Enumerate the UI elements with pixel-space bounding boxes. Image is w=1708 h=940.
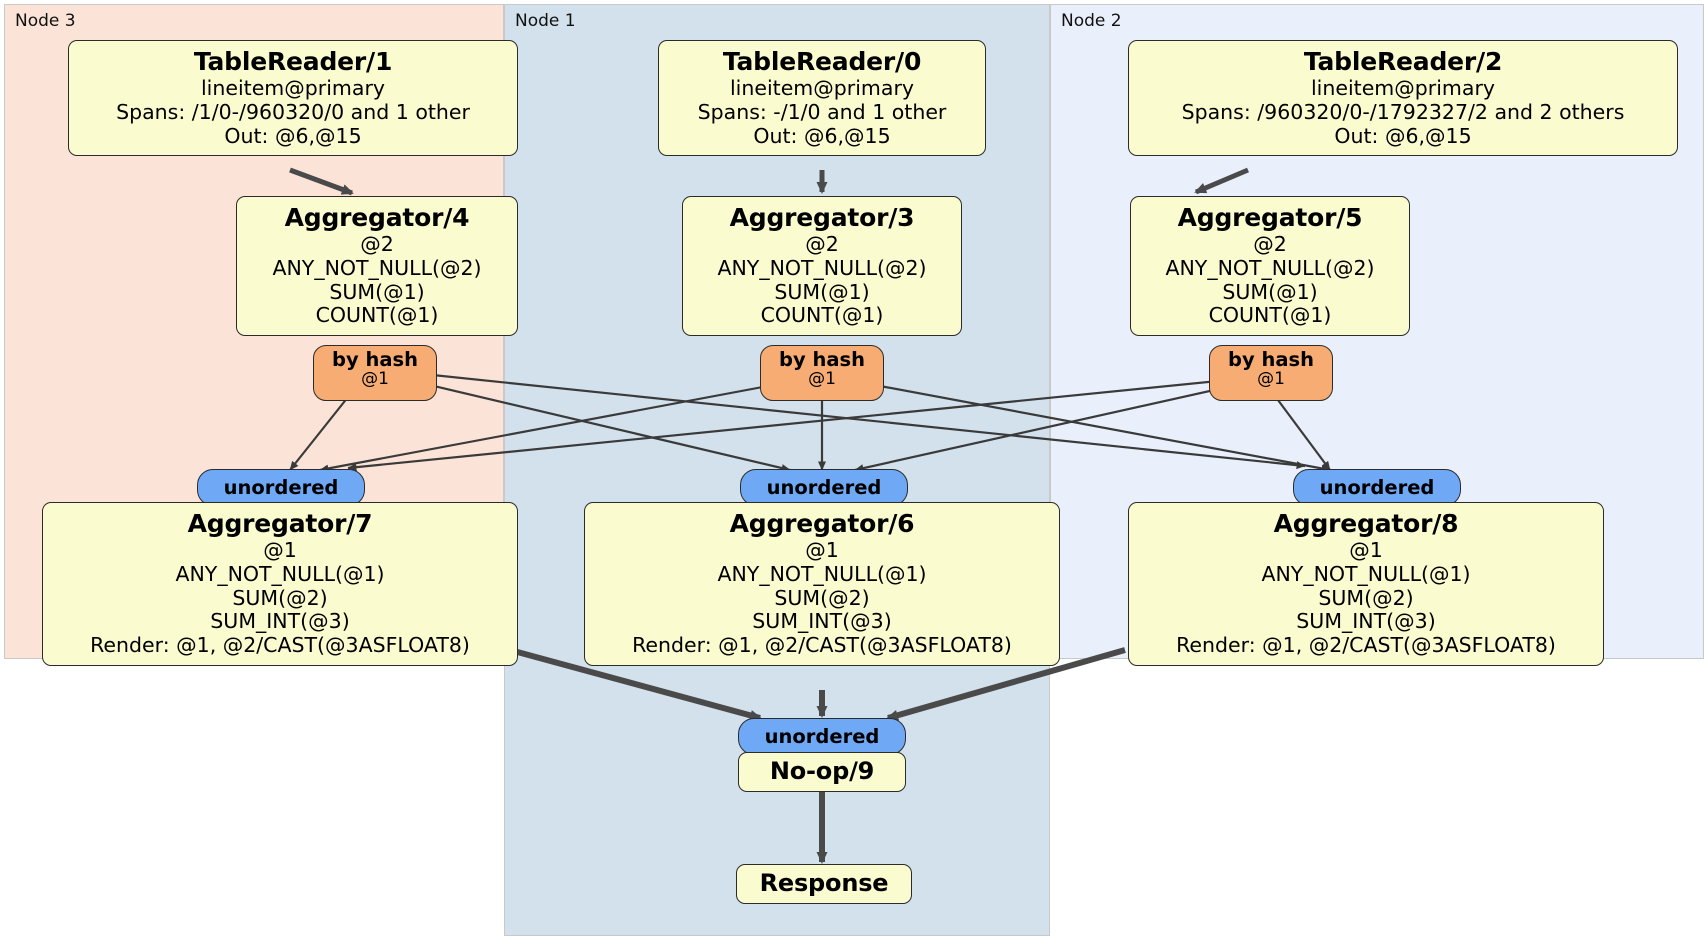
processor-aggregator-4[interactable]: Aggregator/4 @2 ANY_NOT_NULL(@2) SUM(@1)…	[236, 196, 518, 337]
output-router-column: @1	[808, 369, 836, 390]
input-sync-label: unordered	[223, 475, 339, 499]
processor-line: lineitem@primary	[729, 76, 915, 100]
processor-title: Aggregator/8	[1273, 509, 1459, 538]
processor-response[interactable]: Response	[736, 864, 912, 904]
output-router-by-hash-right[interactable]: by hash @1	[1209, 345, 1333, 401]
processor-title: TableReader/1	[193, 47, 393, 76]
processor-line: ANY_NOT_NULL(@2)	[1165, 255, 1375, 280]
processor-line: Out: @6,@15	[224, 123, 362, 148]
processor-aggregator-6[interactable]: Aggregator/6 @1 ANY_NOT_NULL(@1) SUM(@2)…	[584, 502, 1060, 666]
processor-line: SUM(@1)	[329, 279, 425, 304]
processor-line: SUM(@2)	[232, 585, 328, 610]
processor-line: Out: @6,@15	[1334, 123, 1472, 148]
processor-title: Aggregator/6	[729, 509, 915, 538]
output-router-by-hash-left[interactable]: by hash @1	[313, 345, 437, 401]
processor-line: ANY_NOT_NULL(@1)	[1261, 561, 1471, 586]
processor-line: Spans: -/1/0 and 1 other	[697, 99, 947, 124]
processor-line: ANY_NOT_NULL(@2)	[717, 255, 927, 280]
output-router-label: by hash	[779, 348, 865, 371]
input-sync-unordered-left[interactable]: unordered	[197, 469, 365, 506]
processor-aggregator-8[interactable]: Aggregator/8 @1 ANY_NOT_NULL(@1) SUM(@2)…	[1128, 502, 1604, 666]
processor-line: Render: @1, @2/CAST(@3ASFLOAT8)	[632, 633, 1012, 658]
processor-no-op-9[interactable]: No-op/9	[738, 752, 906, 792]
node-region-label-node3: Node 3	[15, 11, 76, 31]
node-region-label-node2: Node 2	[1061, 11, 1122, 31]
processor-line: Render: @1, @2/CAST(@3ASFLOAT8)	[1176, 633, 1556, 658]
processor-line: @2	[360, 232, 394, 256]
input-sync-label: unordered	[764, 724, 880, 748]
processor-title: Aggregator/3	[729, 203, 915, 232]
processor-aggregator-5[interactable]: Aggregator/5 @2 ANY_NOT_NULL(@2) SUM(@1)…	[1130, 196, 1410, 337]
processor-title: Aggregator/4	[284, 203, 470, 232]
output-router-by-hash-center[interactable]: by hash @1	[760, 345, 884, 401]
output-router-label: by hash	[1228, 348, 1314, 371]
processor-line: @1	[805, 538, 839, 562]
processor-line: Out: @6,@15	[753, 123, 891, 148]
processor-line: lineitem@primary	[200, 76, 386, 100]
processor-line: SUM_INT(@3)	[752, 609, 892, 634]
processor-table-reader-0[interactable]: TableReader/0 lineitem@primary Spans: -/…	[658, 40, 986, 157]
processor-line: ANY_NOT_NULL(@2)	[272, 255, 482, 280]
processor-line: SUM(@2)	[774, 585, 870, 610]
processor-table-reader-1[interactable]: TableReader/1 lineitem@primary Spans: /1…	[68, 40, 518, 157]
output-router-label: by hash	[332, 348, 418, 371]
processor-line: SUM_INT(@3)	[1296, 609, 1436, 634]
processor-line: @1	[263, 538, 297, 562]
input-sync-unordered-right[interactable]: unordered	[1293, 469, 1461, 506]
processor-line: COUNT(@1)	[315, 303, 439, 328]
processor-line: SUM(@1)	[1222, 279, 1318, 304]
processor-aggregator-3[interactable]: Aggregator/3 @2 ANY_NOT_NULL(@2) SUM(@1)…	[682, 196, 962, 337]
processor-title: TableReader/0	[722, 47, 922, 76]
processor-line: SUM(@1)	[774, 279, 870, 304]
processor-line: @2	[805, 232, 839, 256]
input-sync-unordered-final[interactable]: unordered	[738, 718, 906, 755]
processor-line: ANY_NOT_NULL(@1)	[175, 561, 385, 586]
processor-line: Spans: /1/0-/960320/0 and 1 other	[116, 99, 470, 124]
processor-title: TableReader/2	[1303, 47, 1503, 76]
processor-line: @1	[1349, 538, 1383, 562]
processor-line: COUNT(@1)	[1208, 303, 1332, 328]
processor-line: Spans: /960320/0-/1792327/2 and 2 others	[1181, 99, 1625, 124]
processor-title: No-op/9	[769, 757, 875, 785]
processor-line: Render: @1, @2/CAST(@3ASFLOAT8)	[90, 633, 470, 658]
node-region-label-node1: Node 1	[515, 11, 576, 31]
processor-line: SUM(@2)	[1318, 585, 1414, 610]
processor-line: COUNT(@1)	[760, 303, 884, 328]
output-router-column: @1	[361, 369, 389, 390]
processor-line: lineitem@primary	[1310, 76, 1496, 100]
processor-title: Response	[759, 869, 889, 897]
input-sync-unordered-center[interactable]: unordered	[740, 469, 908, 506]
input-sync-label: unordered	[766, 475, 882, 499]
processor-table-reader-2[interactable]: TableReader/2 lineitem@primary Spans: /9…	[1128, 40, 1678, 157]
input-sync-label: unordered	[1319, 475, 1435, 499]
processor-aggregator-7[interactable]: Aggregator/7 @1 ANY_NOT_NULL(@1) SUM(@2)…	[42, 502, 518, 666]
output-router-column: @1	[1257, 369, 1285, 390]
processor-line: SUM_INT(@3)	[210, 609, 350, 634]
processor-title: Aggregator/7	[187, 509, 373, 538]
processor-line: ANY_NOT_NULL(@1)	[717, 561, 927, 586]
processor-title: Aggregator/5	[1177, 203, 1363, 232]
processor-line: @2	[1253, 232, 1287, 256]
